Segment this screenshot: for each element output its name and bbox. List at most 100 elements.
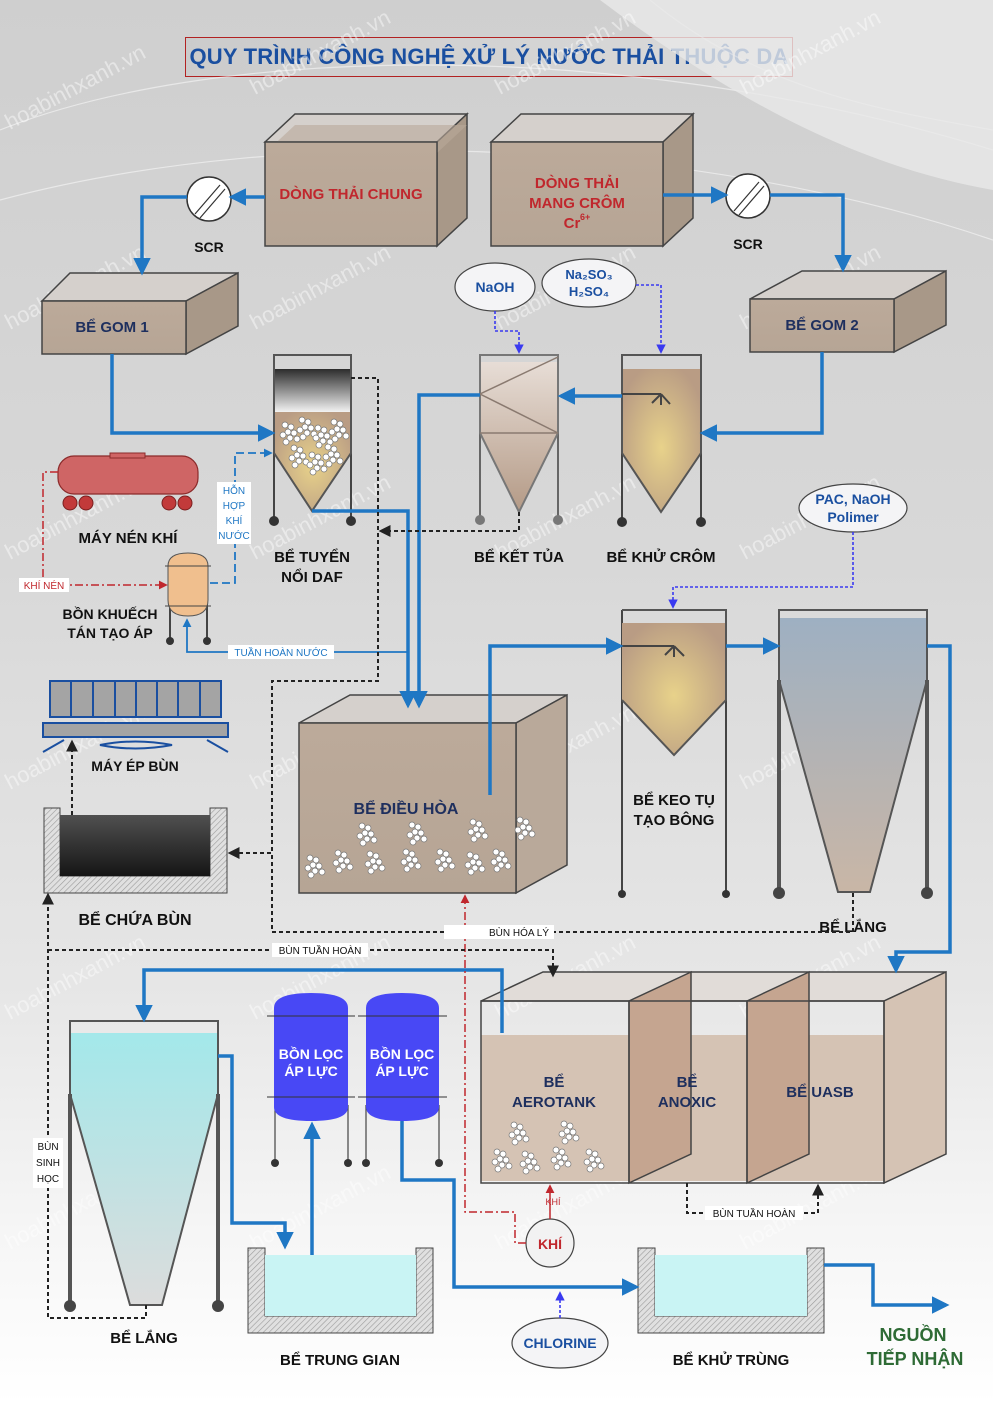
uasb-tank: BỂ UASB [786, 1083, 854, 1101]
svg-text:Na₂SO₃: Na₂SO₃ [565, 267, 612, 282]
label-chemical-sludge: BÙN HÓA LÝ [489, 926, 549, 939]
collection-tank-2-label: BỂ GOM 2 [785, 316, 858, 334]
anoxic-tank: BỂ ANOXIC [658, 1073, 717, 1111]
screen-right: SCR [725, 173, 771, 252]
svg-text:BÙN: BÙN [37, 1140, 58, 1153]
sludge-press: MÁY ÉP BÙN [42, 680, 229, 774]
chemical-chlorine: CHLORINE [511, 1317, 609, 1369]
intermediate-tank: BỂ TRUNG GIAN [247, 1247, 434, 1369]
svg-text:NaOH: NaOH [476, 279, 515, 295]
source-chrome-label-2: MANG CRÔM [529, 194, 625, 212]
recirculation-water-line [182, 618, 408, 653]
svg-text:BỂ KẾT TỦA: BỂ KẾT TỦA [474, 548, 564, 566]
svg-text:Polimer: Polimer [827, 509, 879, 525]
source-general-tank: DÒNG THẢI CHUNG [263, 112, 469, 248]
svg-text:ÁP LỰC: ÁP LỰC [284, 1063, 337, 1079]
collection-tank-1: BỂ GOM 1 [40, 271, 239, 356]
svg-text:hoabinhxanh.vn: hoabinhxanh.vn [246, 239, 395, 334]
air-lines [42, 471, 555, 1244]
svg-text:BỂ LẮNG: BỂ LẮNG [110, 1329, 178, 1347]
chemical-dosing-lines [494, 284, 854, 1318]
aerotank: BỂ AEROTANK [491, 1073, 605, 1175]
svg-text:KHÍ: KHÍ [538, 1236, 563, 1252]
collection-tank-1-label: BỂ GOM 1 [75, 318, 148, 336]
svg-text:SINH: SINH [36, 1158, 60, 1169]
svg-text:CHLORINE: CHLORINE [523, 1335, 596, 1351]
svg-text:hoabinhxanh.vn: hoabinhxanh.vn [1, 39, 150, 134]
receiving-water-outlet: NGUỒN TIẾP NHẬN [867, 1324, 964, 1369]
svg-text:BỂ LẮNG: BỂ LẮNG [819, 918, 887, 936]
source-chrome-label-1: DÒNG THẢI [535, 174, 619, 192]
source-general-label: DÒNG THẢI CHUNG [279, 185, 422, 203]
settling-tank-1: BỂ LẮNG [773, 609, 933, 936]
disinfection-tank: BỂ KHỬ TRÙNG [637, 1247, 825, 1369]
screen-right-label: SCR [733, 236, 763, 252]
svg-text:BỂ TRUNG GIAN: BỂ TRUNG GIAN [280, 1351, 400, 1369]
svg-text:MÁY NÉN KHÍ: MÁY NÉN KHÍ [79, 530, 179, 547]
sludge-holding-tank: BỂ CHỨA BÙN [43, 807, 228, 929]
svg-text:NỔI DAF: NỔI DAF [281, 568, 343, 586]
svg-text:BỒN LỌC: BỒN LỌC [279, 1045, 344, 1062]
svg-text:BỒN LỌC: BỒN LỌC [370, 1045, 435, 1062]
svg-text:HỖN: HỖN [223, 484, 245, 497]
chemical-na2so3-h2so4: Na₂SO₃ H₂SO₄ [541, 258, 637, 308]
label-sludge-return-2: BÙN TUẦN HOÀN [713, 1207, 796, 1220]
svg-text:NGUỒN: NGUỒN [880, 1324, 947, 1345]
sludge-lines [42, 377, 854, 1319]
label-compressed-air: KHÍ NÉN [24, 579, 65, 592]
svg-text:TIẾP NHẬN: TIẾP NHẬN [867, 1348, 964, 1369]
collection-tank-2: BỂ GOM 2 [749, 269, 947, 354]
svg-text:BỂ: BỂ [677, 1073, 698, 1091]
label-sludge-return-1: BÙN TUẦN HOÀN [279, 944, 362, 957]
svg-text:BỂ CHỨA BÙN: BỂ CHỨA BÙN [78, 910, 191, 929]
svg-text:BỂ: BỂ [544, 1073, 565, 1091]
screen-left-label: SCR [194, 239, 224, 255]
settling-tank-2: BỂ LẮNG [64, 1020, 224, 1347]
svg-text:AEROTANK: AEROTANK [512, 1094, 596, 1111]
svg-text:BỂ KEO TỤ: BỂ KEO TỤ [633, 791, 715, 809]
svg-text:BỂ UASB: BỂ UASB [786, 1083, 854, 1101]
svg-text:BỒN KHUẾCH: BỒN KHUẾCH [63, 605, 158, 622]
svg-text:BỂ TUYỂN: BỂ TUYỂN [274, 548, 350, 566]
equalization-tank: BỂ ĐIỀU HÒA [298, 693, 568, 895]
svg-text:PAC, NaOH: PAC, NaOH [815, 491, 890, 507]
background-light-band [600, 0, 993, 190]
svg-text:HỢP: HỢP [223, 501, 246, 512]
water-flow-lines [110, 186, 952, 1314]
svg-text:NƯỚC: NƯỚC [218, 529, 250, 542]
label-water-recirculation: TUẦN HOÀN NƯỚC [234, 646, 327, 659]
precipitation-tank: BỂ KẾT TỦA [474, 354, 564, 566]
svg-text:TÁN TẠO ÁP: TÁN TẠO ÁP [67, 625, 153, 641]
label-air-small: KHÍ [545, 1197, 561, 1207]
biological-tank-train: BỂ AEROTANK BỂ ANOXIC BỂ UASB [480, 970, 947, 1185]
chrome-reduction-tank: BỂ KHỬ CRÔM [606, 354, 716, 566]
source-chrome-superscript: 6+ [580, 212, 590, 222]
chemical-naoh: NaOH [454, 262, 536, 312]
screen-left: SCR [186, 176, 232, 255]
chemical-pac-naoh-polimer: PAC, NaOH Polimer [798, 483, 908, 533]
coagulation-flocculation-tank: BỂ KEO TỤ TẠO BÔNG [618, 609, 730, 898]
svg-text:TẠO BÔNG: TẠO BÔNG [634, 811, 715, 829]
svg-text:hoabinhxanh.vn: hoabinhxanh.vn [246, 1159, 395, 1254]
svg-text:ANOXIC: ANOXIC [658, 1094, 717, 1111]
pressure-diffuser-vessel: BỒN KHUẾCH TÁN TẠO ÁP [63, 552, 211, 645]
svg-text:KHÍ: KHÍ [226, 514, 243, 527]
svg-text:hoabinhxanh.vn: hoabinhxanh.vn [246, 4, 395, 99]
svg-text:H₂SO₄: H₂SO₄ [569, 284, 609, 299]
svg-text:MÁY ÉP BÙN: MÁY ÉP BÙN [91, 757, 178, 774]
svg-text:BỂ ĐIỀU HÒA: BỂ ĐIỀU HÒA [354, 799, 459, 818]
svg-text:ÁP LỰC: ÁP LỰC [375, 1063, 428, 1079]
svg-text:hoabinhxanh.vn: hoabinhxanh.vn [1, 929, 150, 1024]
line-labels: KHÍ NÉN HỖN HỢP KHÍ NƯỚC TUẦN HOÀN NƯỚC … [19, 482, 803, 1220]
daf-flotation-tank: BỂ TUYỂN NỔI DAF [269, 354, 356, 586]
source-chrome-label-3: Cr [564, 215, 581, 232]
source-chrome-tank: DÒNG THẢI MANG CRÔM Cr 6+ [489, 112, 695, 248]
svg-text:HỌC: HỌC [37, 1174, 59, 1185]
svg-text:BỂ KHỬ TRÙNG: BỂ KHỬ TRÙNG [673, 1351, 790, 1369]
air-compressor: MÁY NÉN KHÍ [57, 452, 199, 547]
svg-text:BỂ KHỬ CRÔM: BỂ KHỬ CRÔM [606, 548, 715, 566]
pressure-filter-2: BỒN LỌC ÁP LỰC [358, 993, 447, 1167]
pressure-filter-1: BỒN LỌC ÁP LỰC [267, 993, 355, 1167]
air-blower: KHÍ [525, 1218, 575, 1268]
